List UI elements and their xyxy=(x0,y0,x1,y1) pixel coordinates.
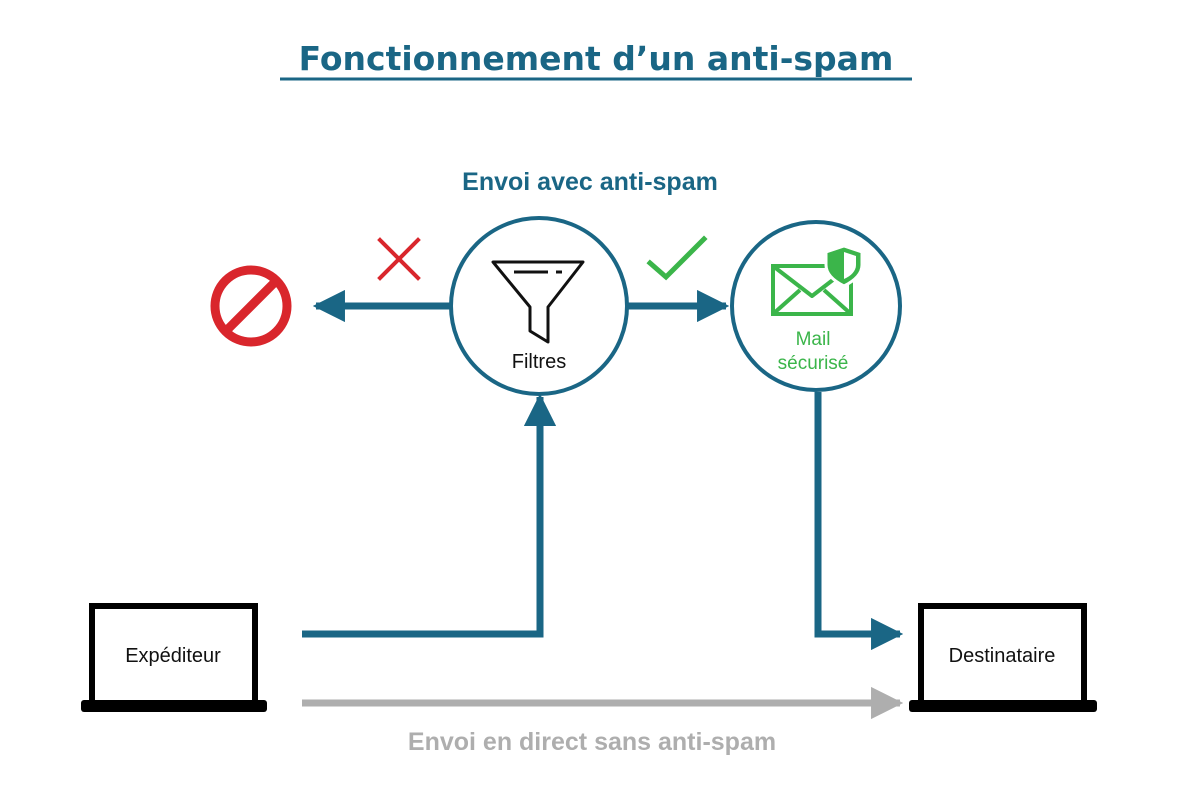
recipient-laptop: Destinataire xyxy=(909,603,1097,712)
sender-laptop: Expéditeur xyxy=(81,603,267,712)
laptop-icon xyxy=(89,603,258,707)
recipient-label: Destinataire xyxy=(949,645,1056,667)
check-icon xyxy=(646,235,708,281)
secure-mail-label-line1: Mail xyxy=(796,329,831,350)
page-title: Fonctionnement d’un anti-spam xyxy=(299,39,894,78)
arrow-secure-mail-to-recipient xyxy=(814,392,904,651)
laptop-base xyxy=(81,700,267,712)
shield-envelope-icon xyxy=(771,244,864,316)
sender-label: Expéditeur xyxy=(125,645,221,667)
filter-label: Filtres xyxy=(512,351,566,373)
funnel-icon xyxy=(491,260,585,344)
laptop-base xyxy=(909,700,1097,712)
secure-mail-label-line2: sécurisé xyxy=(778,353,849,374)
prohibited-icon xyxy=(210,265,292,347)
secure-mail-node: Mail sécurisé xyxy=(730,220,902,392)
cross-icon xyxy=(377,237,421,281)
direct-send-label: Envoi en direct sans anti-spam xyxy=(408,728,776,756)
with-antispam-label: Envoi avec anti-spam xyxy=(462,168,718,196)
arrow-sender-to-filter xyxy=(302,393,557,638)
filter-node: Filtres xyxy=(449,216,629,396)
